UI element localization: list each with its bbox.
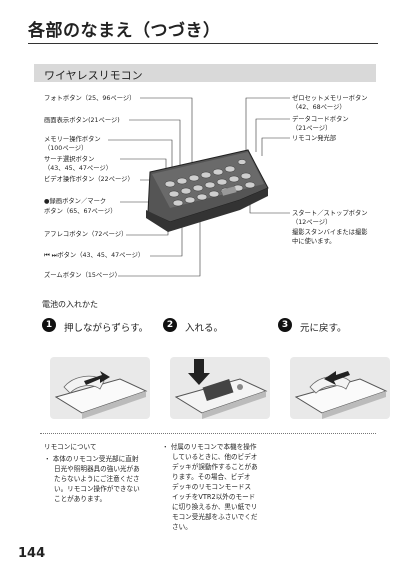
notes-right-line: イッチをVTR2以外のモード	[172, 493, 256, 501]
notes-right-line: ります。その場合、ビデオ	[172, 473, 251, 481]
label-photo-button: フォトボタン（25、96ページ）	[44, 95, 136, 102]
label-data-code-page: （21ページ）	[292, 125, 332, 132]
notes-right-line: さい。	[172, 523, 192, 531]
step-3-photo	[290, 357, 390, 419]
step-2-number: 2	[163, 318, 177, 332]
label-zero-set-memory-pages: （42、68ページ）	[292, 104, 346, 111]
notes-right-line: デッキが誤動作することがあ	[172, 463, 258, 471]
notes-divider	[40, 433, 376, 434]
step-1-number: 1	[42, 318, 56, 332]
label-skip-button: ⏮ ⏭ボタン（43、45、47ページ）	[44, 252, 145, 259]
title-rule	[28, 43, 378, 44]
label-audio-dub-button: アフレコボタン（72ページ）	[44, 231, 128, 238]
notes-left-line: ・ 本体のリモコン受光部に直射	[44, 455, 139, 463]
page-number: 144	[18, 546, 46, 561]
step-1-photo	[50, 357, 150, 419]
notes-left-line: い。リモコン操作ができない	[54, 485, 140, 493]
label-record-mark-button: ●録画ボタン／マーク	[44, 198, 107, 205]
step-2-photo	[170, 357, 270, 419]
remote-insert-battery-image	[174, 359, 268, 419]
notes-left-heading: リモコンについて	[44, 443, 97, 451]
label-remote-emitter: リモコン発光部	[292, 135, 337, 142]
notes-right-line: モコン受光部をふさいでくだ	[172, 513, 258, 521]
notes-right-line: しているときに、他のビデオ	[172, 453, 258, 461]
label-video-control-button: ビデオ操作ボタン（22ページ）	[44, 176, 134, 183]
label-search-button-pages: （43、45、47ページ）	[44, 165, 112, 172]
label-record-mark-button-pages: ボタン（65、67ページ）	[44, 208, 117, 215]
notes-right-line: に切り換えるか、黒い紙でリ	[172, 503, 258, 511]
page-title: 各部のなまえ（つづき）	[28, 21, 221, 41]
label-memory-button-page: （100ページ）	[44, 145, 88, 152]
step-3-number: 3	[278, 318, 292, 332]
remote-slide-cover-image	[54, 371, 148, 419]
label-data-code-button: データコードボタン	[292, 116, 349, 123]
remote-replace-cover-image	[294, 371, 388, 419]
label-zoom-button: ズームボタン（15ページ）	[44, 272, 121, 279]
notes-right-line: デッキのリモコンモードス	[172, 483, 252, 491]
notes-right-line: ・ 付属のリモコンで本機を操作	[162, 443, 257, 451]
notes-left-line: たらないようにご注意くださ	[54, 475, 140, 483]
label-start-stop-note: 撮影スタンバイまたは撮影	[292, 229, 368, 236]
label-start-stop-page: （12ページ）	[292, 219, 332, 226]
label-zero-set-memory-button: ゼロセットメモリーボタン	[292, 95, 368, 102]
label-start-stop-button: スタート／ストップボタン	[292, 210, 368, 217]
label-display-button: 画面表示ボタン(21ページ)	[44, 117, 120, 124]
notes-left-line: ことがあります。	[54, 495, 107, 503]
section-header-bar	[34, 64, 376, 82]
label-memory-button: メモリー操作ボタン	[44, 136, 101, 143]
step-3-text: 元に戻す。	[300, 323, 347, 334]
section-title: ワイヤレスリモコン	[44, 69, 143, 82]
step-1-text: 押しながらずらす。	[64, 323, 149, 334]
label-search-button: サーチ選択ボタン	[44, 156, 95, 163]
step-2-text: 入れる。	[185, 323, 224, 334]
remote-control-illustration	[108, 97, 290, 277]
battery-section-title: 電池の入れかた	[42, 300, 98, 309]
label-start-stop-note-2: 中に使います。	[292, 238, 336, 245]
notes-left-line: 日光や照明器具の強い光があ	[54, 465, 140, 473]
